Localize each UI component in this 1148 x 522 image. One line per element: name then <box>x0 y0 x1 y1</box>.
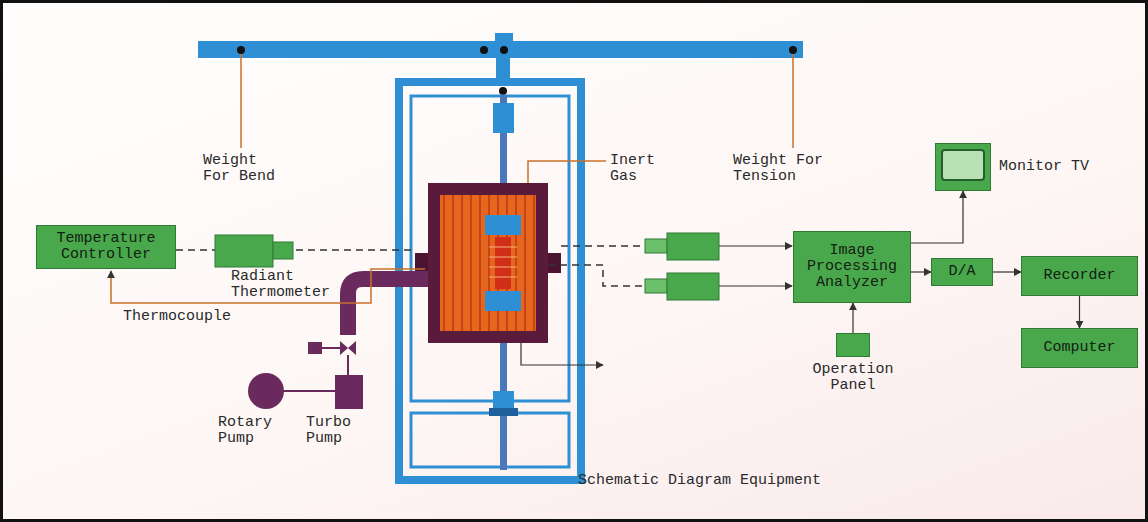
signal-arrow <box>911 191 963 243</box>
part-label: Rotary Pump <box>218 415 280 447</box>
vacuum-pipe <box>348 279 428 335</box>
process-box: Temperature Controller <box>36 225 176 269</box>
part-label: Radiant Thermometer <box>231 269 349 301</box>
part-label: Inert Gas <box>610 153 670 185</box>
process-box: Recorder <box>1021 256 1138 296</box>
process-box: Computer <box>1021 328 1138 368</box>
process-box: D/A <box>931 258 993 286</box>
part-label: Weight For Tension <box>733 153 843 185</box>
node-text: Operation Panel <box>803 362 903 394</box>
node-text: Image Processing Analyzer <box>799 243 905 291</box>
process-box: Image Processing Analyzer <box>793 231 911 303</box>
part-label: Thermocouple <box>123 309 253 325</box>
node-text: Computer <box>1043 340 1115 356</box>
turbo-pump <box>335 375 363 409</box>
monitor-icon <box>935 143 991 191</box>
panel-symbol <box>836 333 870 357</box>
signal-arrow <box>993 271 1021 272</box>
part-label: Weight For Bend <box>203 153 283 185</box>
node-text: Temperature Controller <box>42 231 170 263</box>
signal-arrow <box>852 303 853 333</box>
camera <box>645 279 667 293</box>
part-label: Turbo Pump <box>306 415 368 447</box>
radiant-thermometer <box>215 235 273 267</box>
operation-panel-node: Operation Panel <box>803 333 903 394</box>
node-text: Recorder <box>1043 268 1115 284</box>
lever-beam <box>198 41 803 58</box>
furnace <box>428 183 548 343</box>
camera <box>645 239 667 253</box>
signal-arrow <box>1079 296 1080 328</box>
monitor-node: Monitor TV <box>935 143 1089 191</box>
node-text: D/A <box>948 264 975 280</box>
signal-arrow <box>911 271 931 272</box>
rotary-pump <box>248 373 284 409</box>
diagram-caption: Schematic Diagram Equipment <box>578 473 821 489</box>
node-text: Monitor TV <box>999 159 1089 175</box>
